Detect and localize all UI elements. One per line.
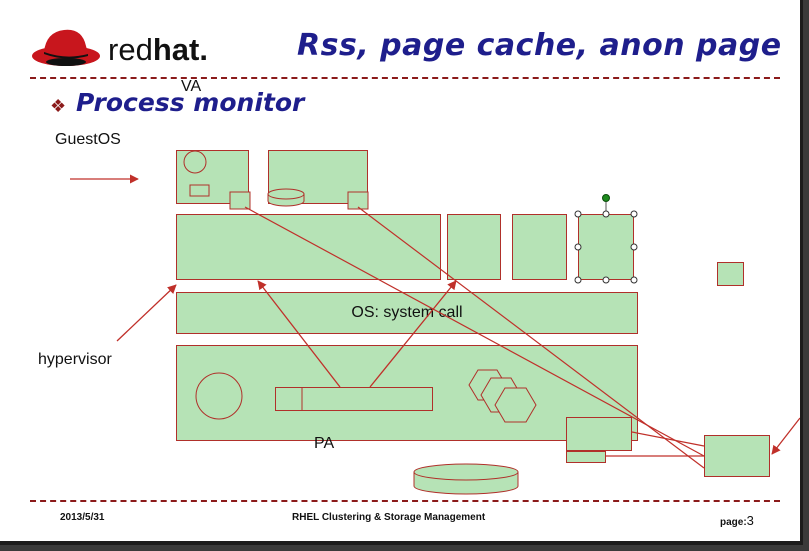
brand-bold: hat. <box>152 32 208 67</box>
mapping-line-3 <box>631 431 705 447</box>
diagram-overlay <box>70 150 800 495</box>
guest-memory-large-box <box>176 214 441 280</box>
pa-box-1-tab <box>566 451 606 463</box>
pa-circle-icon <box>195 372 243 420</box>
os-system-call-box: OS: system call <box>176 292 638 334</box>
hexagon-icon <box>494 387 537 423</box>
hypervisor-label: hypervisor <box>38 351 112 368</box>
process-small-rect <box>189 184 210 197</box>
disk-large-icon <box>413 463 519 481</box>
footer-page: page:3 <box>720 513 754 528</box>
rotate-handle-icon[interactable] <box>602 194 610 202</box>
brand-regular: red <box>108 32 153 67</box>
va-label: VA <box>181 78 202 95</box>
bullet-diamond-icon: ❖ <box>50 96 67 116</box>
right-edge-arrow <box>771 417 800 455</box>
physical-memory-box <box>176 345 638 441</box>
brand-wordmark: redhat. <box>108 32 208 68</box>
pa-box-1 <box>566 417 632 451</box>
top-divider <box>30 77 780 79</box>
disk-small-icon <box>267 188 305 200</box>
footer-title: RHEL Clustering & Storage Management <box>292 512 486 523</box>
page-marker-1 <box>229 191 251 210</box>
memory-bar-arrow-left <box>257 280 341 388</box>
mapping-line-1 <box>244 206 705 457</box>
memory-bar-arrow-right <box>369 280 457 388</box>
redhat-logo-icon <box>32 29 100 66</box>
memory-bar <box>275 387 433 411</box>
resize-handles[interactable] <box>574 210 638 284</box>
hypervisor-arrow <box>116 284 177 342</box>
small-memory-box <box>717 262 744 286</box>
process-circle-icon <box>183 150 207 174</box>
os-system-call-label: OS: system call <box>351 304 463 321</box>
footer-date: 2013/5/31 <box>60 512 105 523</box>
bottom-divider <box>30 500 780 502</box>
slide-title: Rss, page cache, anon page <box>297 28 782 63</box>
pa-label: PA <box>314 435 335 452</box>
page-number: 3 <box>746 513 754 528</box>
page-marker-2 <box>347 191 369 210</box>
mapping-line-2 <box>357 206 705 469</box>
guest-memory-box-2 <box>447 214 501 280</box>
guestos-label: GuestOS <box>55 131 121 148</box>
guest-memory-box-3 <box>512 214 567 280</box>
pa-box-2 <box>704 435 770 477</box>
page-label: page: <box>720 517 747 528</box>
bullet-process-monitor: Process monitor <box>76 88 305 117</box>
